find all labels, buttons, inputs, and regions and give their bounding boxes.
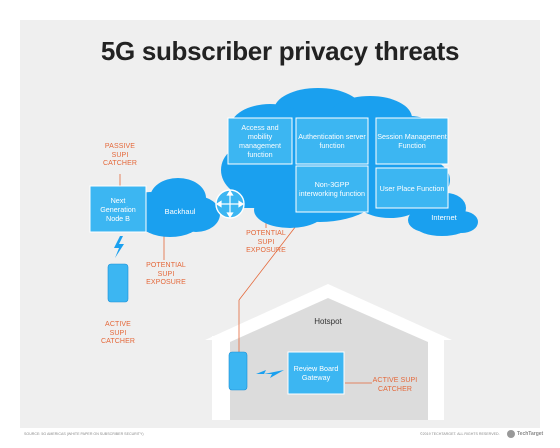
- backhaul-label: Backhaul: [164, 207, 196, 216]
- gateway-box: [287, 351, 345, 395]
- n3iwf-label: Non-3GPP interworking function: [299, 180, 365, 198]
- upf-label: User Place Function: [379, 183, 445, 193]
- copyright-note: ©2019 TECHTARGET. ALL RIGHTS RESERVED.: [420, 432, 500, 436]
- potential-exposure-core-label: POTENTIAL SUPI EXPOSURE: [246, 230, 286, 254]
- passive-supi-catcher-label: PASSIVE SUPI CATCHER: [102, 143, 137, 167]
- active-catcher-phone-label: ACTIVE SUPI CATCHER: [100, 321, 135, 345]
- phone-left: [107, 263, 129, 303]
- smf-box: [375, 117, 449, 165]
- n3iwf-box: [295, 165, 369, 213]
- amf-box: [227, 117, 293, 165]
- smf-label: Session Management Function: [377, 132, 447, 150]
- brand-name: TechTarget: [517, 431, 544, 437]
- gateway-label: Review Board Gateway: [293, 364, 339, 382]
- source-note: SOURCE: 5G AMERICAS (WHITE PAPER ON SUBS…: [24, 432, 144, 436]
- core-function-boxes: [227, 117, 449, 213]
- ausf-label: Authentication server function: [298, 132, 366, 150]
- gnb-label: Next Generation Node B: [100, 195, 136, 223]
- gnb-box: [89, 185, 147, 233]
- lightning-hotspot-icon: [256, 370, 284, 378]
- amf-label: Access and mobility management function: [239, 123, 281, 159]
- phone-hotspot: [228, 351, 248, 391]
- potential-exposure-backhaul-label: POTENTIAL SUPI EXPOSURE: [146, 262, 186, 286]
- hotspot-label: Hotspot: [314, 317, 342, 326]
- upf-box: [375, 167, 449, 209]
- diagram-title: 5G subscriber privacy threats: [100, 36, 460, 66]
- internet-label: Internet: [431, 213, 457, 222]
- techtarget-logo-icon: [507, 430, 515, 438]
- router-icon: [215, 189, 245, 219]
- active-catcher-hotspot-label: ACTIVE SUPI CATCHER: [372, 377, 418, 393]
- ausf-box: [295, 117, 369, 165]
- orange-connectors: [119, 174, 372, 384]
- lightning-left-icon: [114, 236, 124, 258]
